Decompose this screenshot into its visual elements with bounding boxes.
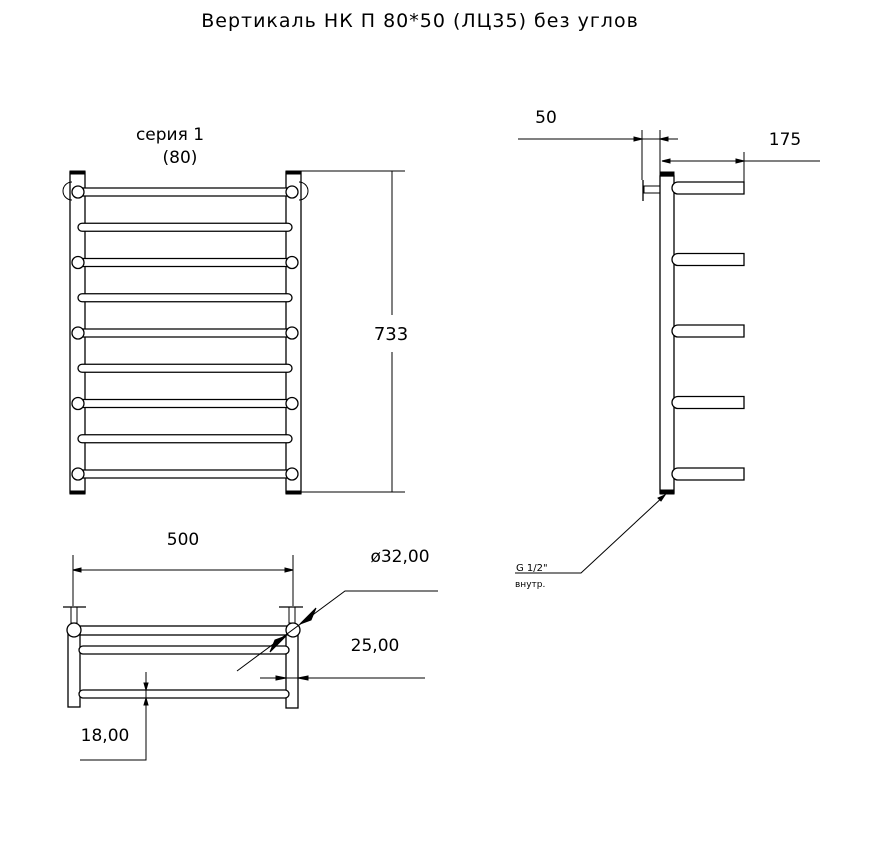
side-bar [671, 467, 745, 481]
arrowhead [657, 493, 667, 502]
front-view: серия 1 (80) 733 [62, 125, 408, 495]
right-post-bottom-cap [285, 490, 302, 495]
right-stub [288, 606, 296, 624]
arrowheads [275, 675, 309, 681]
wall-stub [643, 185, 661, 194]
wall-mount-outline [62, 181, 309, 201]
height-dimension: 733 [374, 324, 408, 345]
arrowheads [72, 567, 294, 573]
side-bar [671, 181, 745, 195]
top-bar [79, 625, 288, 636]
wall-offset-dimension: 50 [535, 108, 557, 128]
towel-bar [77, 222, 293, 232]
bar-joint [285, 326, 299, 340]
towel-bar [77, 257, 293, 268]
side-view: 50 175 G 1/2" внутр. [515, 108, 820, 590]
side-bar [671, 395, 745, 410]
bar-joint [71, 396, 85, 411]
arrowheads [633, 136, 669, 142]
thread-leader [515, 494, 666, 574]
width-dimension: 500 [167, 530, 199, 550]
post-width-dimension: 25,00 [351, 636, 400, 656]
left-stub [70, 606, 78, 624]
series-label: серия 1 [136, 125, 204, 145]
bar-diameter-dimension: 18,00 [81, 726, 130, 746]
bar-joint [285, 255, 299, 270]
bar-joint [71, 255, 85, 270]
front-bars [71, 185, 299, 481]
left-post-cap [69, 170, 86, 175]
towel-bar [77, 434, 293, 444]
depth-dimension: 175 [769, 130, 801, 150]
thread-label: G 1/2" [516, 563, 548, 574]
towel-bar [77, 293, 293, 303]
bar-joint [285, 185, 299, 199]
arrowheads [269, 607, 317, 653]
side-bar [671, 252, 745, 267]
side-post [659, 175, 675, 494]
bar-joint [71, 326, 85, 340]
towel-bar [77, 187, 293, 197]
thread-note: внутр. [515, 580, 545, 590]
side-post-cap [659, 171, 675, 177]
bar-joint [71, 467, 85, 481]
dimension-line [80, 672, 147, 761]
diameter-dimension: ø32,00 [370, 547, 429, 567]
top-view: 500 ø32,00 25,00 18,00 [63, 530, 438, 761]
side-bar [671, 324, 745, 338]
left-post-bottom-cap [69, 490, 86, 495]
lower-bar [78, 689, 290, 699]
side-bars [671, 181, 745, 481]
bar-joint [71, 185, 85, 199]
series-code: (80) [163, 148, 198, 168]
bar-joint [285, 467, 299, 481]
bar-joint [285, 396, 299, 411]
towel-bar [77, 469, 293, 479]
towel-bar [77, 328, 293, 338]
side-post-bottom-cap [659, 489, 675, 495]
drawing-title: Вертикаль НК П 80*50 (ЛЦ35) без углов [201, 10, 639, 32]
middle-bar [78, 645, 290, 655]
towel-bar [77, 363, 293, 373]
arrowheads [143, 682, 149, 706]
towel-bar [77, 398, 293, 409]
arrowheads [661, 158, 745, 164]
left-post [67, 629, 81, 708]
left-joint [66, 622, 82, 638]
right-post-cap [285, 170, 302, 175]
